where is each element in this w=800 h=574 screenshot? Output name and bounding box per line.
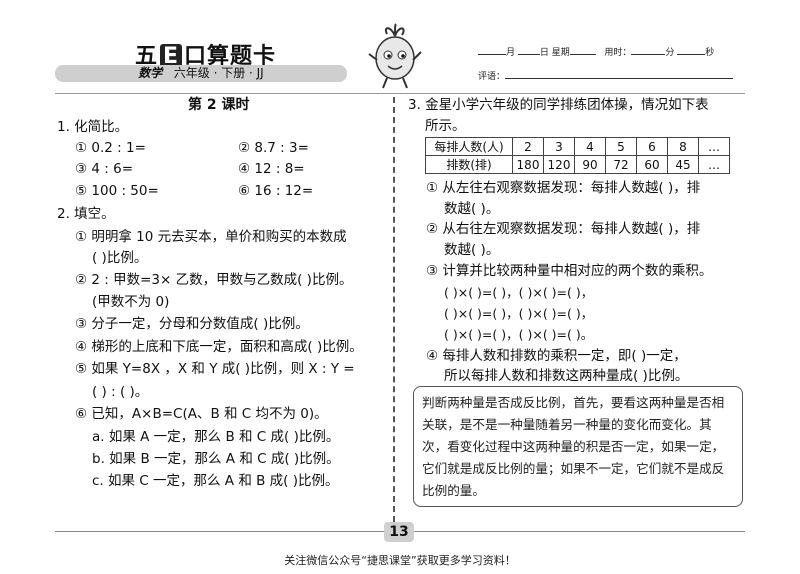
table-row-header: 每排人数(人) [425,137,513,156]
subtitle-bar: 数学 六年级 · 下册 · JJ [55,65,347,82]
q3-line: 数越( )。 [444,201,500,217]
table-cell: 45 [667,155,699,174]
q2-line: ④ 梯形的上底和下底一定，面积和高成( )比例。 [75,339,363,355]
page-rule-left [55,531,384,532]
q3-line: ③ 计算并比较两种量中相对应的两个数的乘积。 [426,263,713,279]
q1-item: ① 0.2 : 1= [75,140,146,156]
q3-line: ④ 每排人数和排数的乘积一定，即( )一定， [426,348,687,364]
comment-line: 评语： [478,69,734,82]
table-cell: 72 [605,155,637,174]
table-cell: 4 [574,137,606,156]
brand-e-logo: E [160,44,183,69]
table-cell: 2 [512,137,544,156]
q2-line: ⑥ 已知，A×B=C(A、B 和 C 均不为 0)。 [75,406,328,422]
q3-title-line1: 3. 金星小学六年级的同学排练团体操，情况如下表 [408,97,709,113]
date-line: 月 日 星期 用时：分 秒 [478,45,714,58]
table-row-header: 排数(排) [425,155,513,174]
q3-line: ( )×( )=( )，( )×( )=( )， [444,306,594,321]
q2-line: ② 2 : 甲数=3× 乙数，甲数与乙数成( )比例。 [75,272,353,288]
q1-item: ② 8.7 : 3= [238,140,309,156]
q3-line: 数越( )。 [444,242,500,258]
table-cell: 3 [543,137,575,156]
q3-title-line2: 所示。 [425,118,466,134]
q2-line: ( )比例。 [92,250,148,266]
q1-title: 1. 化简比。 [57,119,129,135]
q2-line: (甲数不为 0) [92,294,170,310]
lesson-title: 第 2 课时 [188,97,250,113]
q3-line: ② 从右往左观察数据发现：每排人数越( )，排 [426,221,701,237]
q2-line: ( ) : ( )。 [92,384,149,400]
table-cell: 6 [636,137,668,156]
q3-line: 所以每排人数和排数这两种量成( )比例。 [444,368,689,384]
q1-item: ⑤ 100 : 50= [75,183,159,199]
mascot-icon [368,23,422,89]
q1-item: ⑥ 16 : 12= [238,183,314,199]
table-cell: 120 [543,155,575,174]
header-rule [55,93,745,94]
q3-line: ( )×( )=( )，( )×( )=( )。 [444,327,594,342]
q2-title: 2. 填空。 [57,206,115,222]
footer-note: 关注微信公众号“捷思课堂”获取更多学习资料！ [284,554,516,567]
tip-box: 判断两种量是否成反比例，首先，要看这两种量是否相关联，是不是一种量随着另一种量的… [413,386,743,507]
table-cell: 60 [636,155,668,174]
q2-line: b. 如果 B 一定，那么 A 和 C 成( )比例。 [92,451,340,467]
q1-item: ④ 12 : 8= [238,161,305,177]
q3-line: ① 从左往右观察数据发现：每排人数越( )，排 [426,180,701,196]
q2-line: ③ 分子一定，分母和分数值成( )比例。 [75,316,309,332]
q2-line: c. 如果 C 一定，那么 A 和 B 成( )比例。 [92,473,339,489]
table-cell: 180 [512,155,544,174]
page-rule-right [414,531,745,532]
table-cell: … [698,155,730,174]
data-table: 每排人数(人) 2 3 4 5 6 8 … 排数(排) 180 120 90 7… [425,137,730,174]
q2-line: ① 明明拿 10 元去买本，单价和购买的本数成 [75,229,347,245]
table-row: 每排人数(人) 2 3 4 5 6 8 … [425,137,730,156]
column-divider [393,97,395,522]
q2-line: a. 如果 A 一定，那么 B 和 C 成( )比例。 [92,429,340,445]
table-row: 排数(排) 180 120 90 72 60 45 … [425,155,730,174]
q3-line: ( )×( )=( )，( )×( )=( )， [444,285,594,300]
q2-line: ⑤ 如果 Y=8X ，X 和 Y 成( )比例，则 X : Y = [75,361,355,377]
page-number: 13 [384,522,414,542]
table-cell: 8 [667,137,699,156]
table-cell: 90 [574,155,606,174]
table-cell: … [698,137,730,156]
table-cell: 5 [605,137,637,156]
q1-item: ③ 4 : 6= [75,161,134,177]
